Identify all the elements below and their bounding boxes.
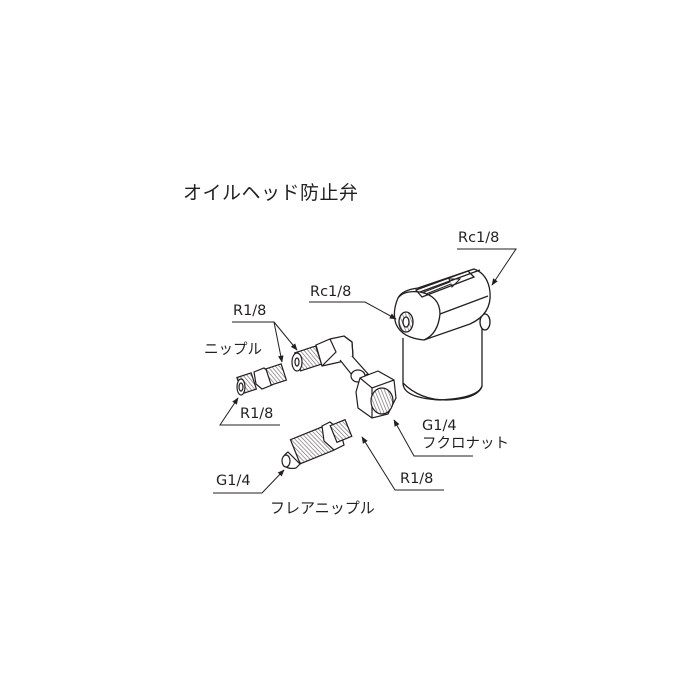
nipple-part bbox=[236, 363, 288, 396]
flare-nipple-part bbox=[281, 418, 353, 470]
label-valve-side-port: Rc1/8 bbox=[310, 284, 352, 300]
label-nipple-name: ニップル bbox=[204, 342, 262, 358]
diagram-title: オイルヘッド防止弁 bbox=[183, 182, 359, 204]
label-flare-nipple-flare-side: G1/4 bbox=[216, 473, 251, 489]
label-nipple-thread-bottom: R1/8 bbox=[240, 406, 274, 422]
label-nipple-thread-top: R1/8 bbox=[233, 303, 267, 319]
label-flare-nipple-thread-side: R1/8 bbox=[400, 471, 434, 487]
label-flare-nipple-name: フレアニップル bbox=[270, 499, 375, 517]
elbow-fitting-part bbox=[291, 335, 397, 419]
check-valve-body bbox=[393, 268, 491, 401]
label-flare-nut-thread: G1/4 bbox=[422, 418, 457, 434]
label-valve-top-port: Rc1/8 bbox=[458, 230, 500, 246]
label-flare-nut-name: フクロナット bbox=[422, 436, 509, 452]
leader-lines bbox=[213, 248, 517, 494]
